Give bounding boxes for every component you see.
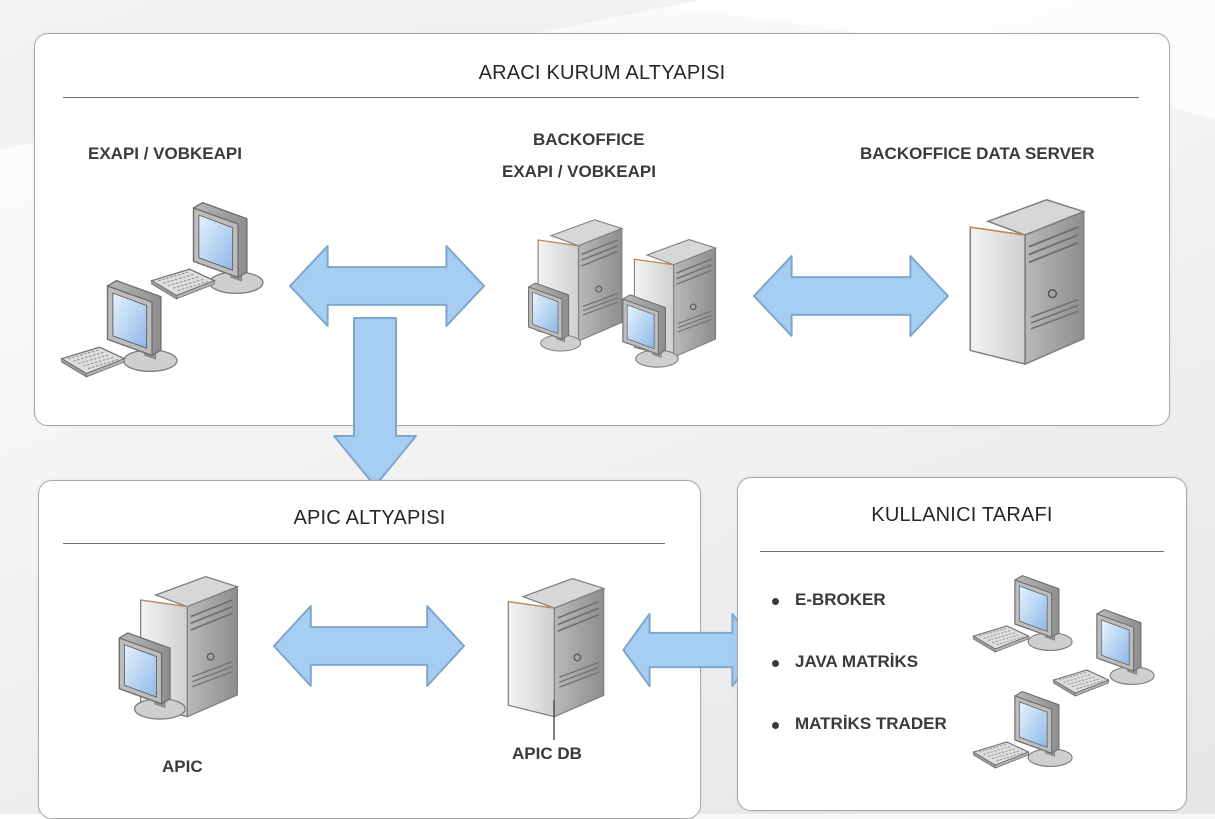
workstation-icon [116, 624, 192, 728]
list-item-label: E-BROKER [795, 590, 886, 609]
list-item: E-BROKER [768, 590, 947, 652]
panel-title: KULLANICI TARAFI [871, 504, 1053, 526]
list-item: MATRİKS TRADER [768, 714, 947, 776]
bidirectional-arrow-backoffice-dataserver [752, 254, 950, 338]
list-item-label: MATRİKS TRADER [795, 714, 947, 733]
list-item-label: JAVA MATRİKS [795, 652, 919, 671]
client-application-list: E-BROKER JAVA MATRİKS MATRİKS TRADER [768, 590, 947, 776]
workstation-icon [620, 292, 684, 370]
node-label-apic-db: APIC DB [512, 744, 582, 763]
title-divider [63, 97, 1139, 98]
title-divider [760, 551, 1164, 552]
connector-line [553, 700, 555, 740]
down-arrow-broker-to-apic [333, 317, 417, 487]
bidirectional-arrow-apic-apicdb [272, 604, 466, 688]
keyboard-icon [972, 624, 1030, 654]
server-icon [496, 572, 616, 720]
list-item: JAVA MATRİKS [768, 652, 947, 714]
node-label-backoffice-line1: BACKOFFICE [533, 130, 645, 149]
node-label-exapi: EXAPI / VOBKEAPI [88, 144, 242, 163]
panel-title: APIC ALTYAPISI [293, 507, 446, 529]
server-icon [968, 192, 1086, 368]
keyboard-icon [60, 344, 126, 380]
panel-title: ARACI KURUM ALTYAPISI [478, 62, 726, 84]
bullet-icon [772, 598, 779, 605]
node-label-data-server: BACKOFFICE DATA SERVER [860, 144, 1095, 163]
bullet-icon [772, 660, 779, 667]
node-label-apic: APIC [162, 757, 203, 776]
title-divider [63, 543, 665, 544]
node-label-backoffice-line2: EXAPI / VOBKEAPI [502, 162, 656, 181]
workstation-icon [526, 280, 586, 354]
keyboard-icon [972, 740, 1030, 770]
bullet-icon [772, 722, 779, 729]
